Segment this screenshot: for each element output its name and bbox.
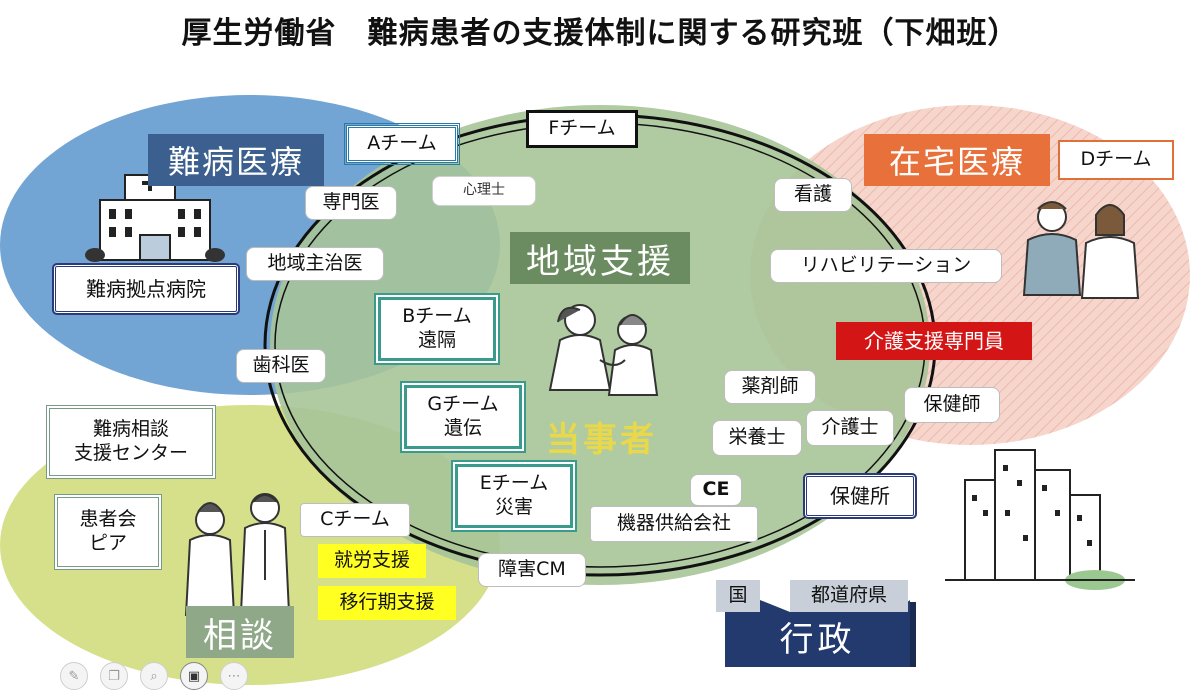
label-sodan-center: 難病相談 支援センター: [46, 405, 216, 479]
gyosei-main: 行政: [779, 619, 856, 660]
more-icon[interactable]: ⋯: [220, 662, 248, 690]
label-hokenshi: 保健師: [904, 387, 1000, 423]
center-label-tojisha: 当事者: [546, 420, 657, 460]
team-b: Bチーム 遠隔: [378, 297, 496, 361]
label-shogai: 障害CM: [478, 553, 586, 587]
team-a: Aチーム: [344, 123, 460, 165]
label-eiyo: 栄養士: [712, 420, 802, 456]
overlay-toolbar: ✎ ❐ ⌕ ▣ ⋯: [60, 662, 248, 690]
page-title: 厚生労働省 難病患者の支援体制に関する研究班（下畑班）: [181, 16, 1019, 51]
label-kiki: 機器供給会社: [590, 506, 758, 542]
label-shuro: 就労支援: [318, 544, 426, 578]
city-buildings-icon: [945, 449, 1135, 590]
zoom-icon[interactable]: ⌕: [140, 662, 168, 690]
label-yakuzai: 薬剤師: [724, 370, 816, 404]
region-header-chiiki: 地域支援: [510, 232, 690, 284]
team-e: Eチーム 災害: [455, 464, 573, 528]
pen-icon[interactable]: ✎: [60, 662, 88, 690]
team-d: Dチーム: [1058, 140, 1174, 180]
label-ce: CE: [690, 474, 742, 506]
gyosei-todofuken: 都道府県: [790, 580, 908, 612]
label-kango: 看護: [774, 178, 852, 212]
camera-icon[interactable]: ▣: [180, 662, 208, 690]
label-hokenjo: 保健所: [804, 474, 916, 518]
region-header-nanbyo: 難病医療: [148, 134, 324, 186]
label-kanja: 患者会 ピア: [54, 494, 162, 570]
label-senmon: 専門医: [305, 186, 397, 220]
copy-icon[interactable]: ❐: [100, 662, 128, 690]
label-reha: リハビリテーション: [770, 249, 1002, 283]
home-nurses-icon: [1022, 201, 1140, 299]
label-shinri: 心理士: [432, 176, 536, 206]
label-shika: 歯科医: [236, 349, 326, 383]
label-chiiki-shuchi: 地域主治医: [246, 247, 384, 281]
label-kaigoshi: 介護士: [806, 410, 894, 446]
gyosei-kuni: 国: [716, 580, 760, 612]
label-kaigo-senmon: 介護支援専門員: [836, 322, 1032, 360]
team-g: Gチーム 遺伝: [404, 385, 522, 449]
gyosei-block: [725, 600, 916, 667]
region-header-zaitaku: 在宅医療: [864, 134, 1050, 186]
nurse-care-icon: [548, 304, 659, 396]
region-header-sodan: 相談: [186, 606, 294, 658]
doctors-icon: [184, 493, 291, 616]
team-c: Cチーム: [300, 503, 410, 537]
label-iko: 移行期支援: [318, 586, 456, 620]
team-f: Fチーム: [526, 110, 638, 148]
label-kyoten: 難病拠点病院: [53, 264, 239, 314]
